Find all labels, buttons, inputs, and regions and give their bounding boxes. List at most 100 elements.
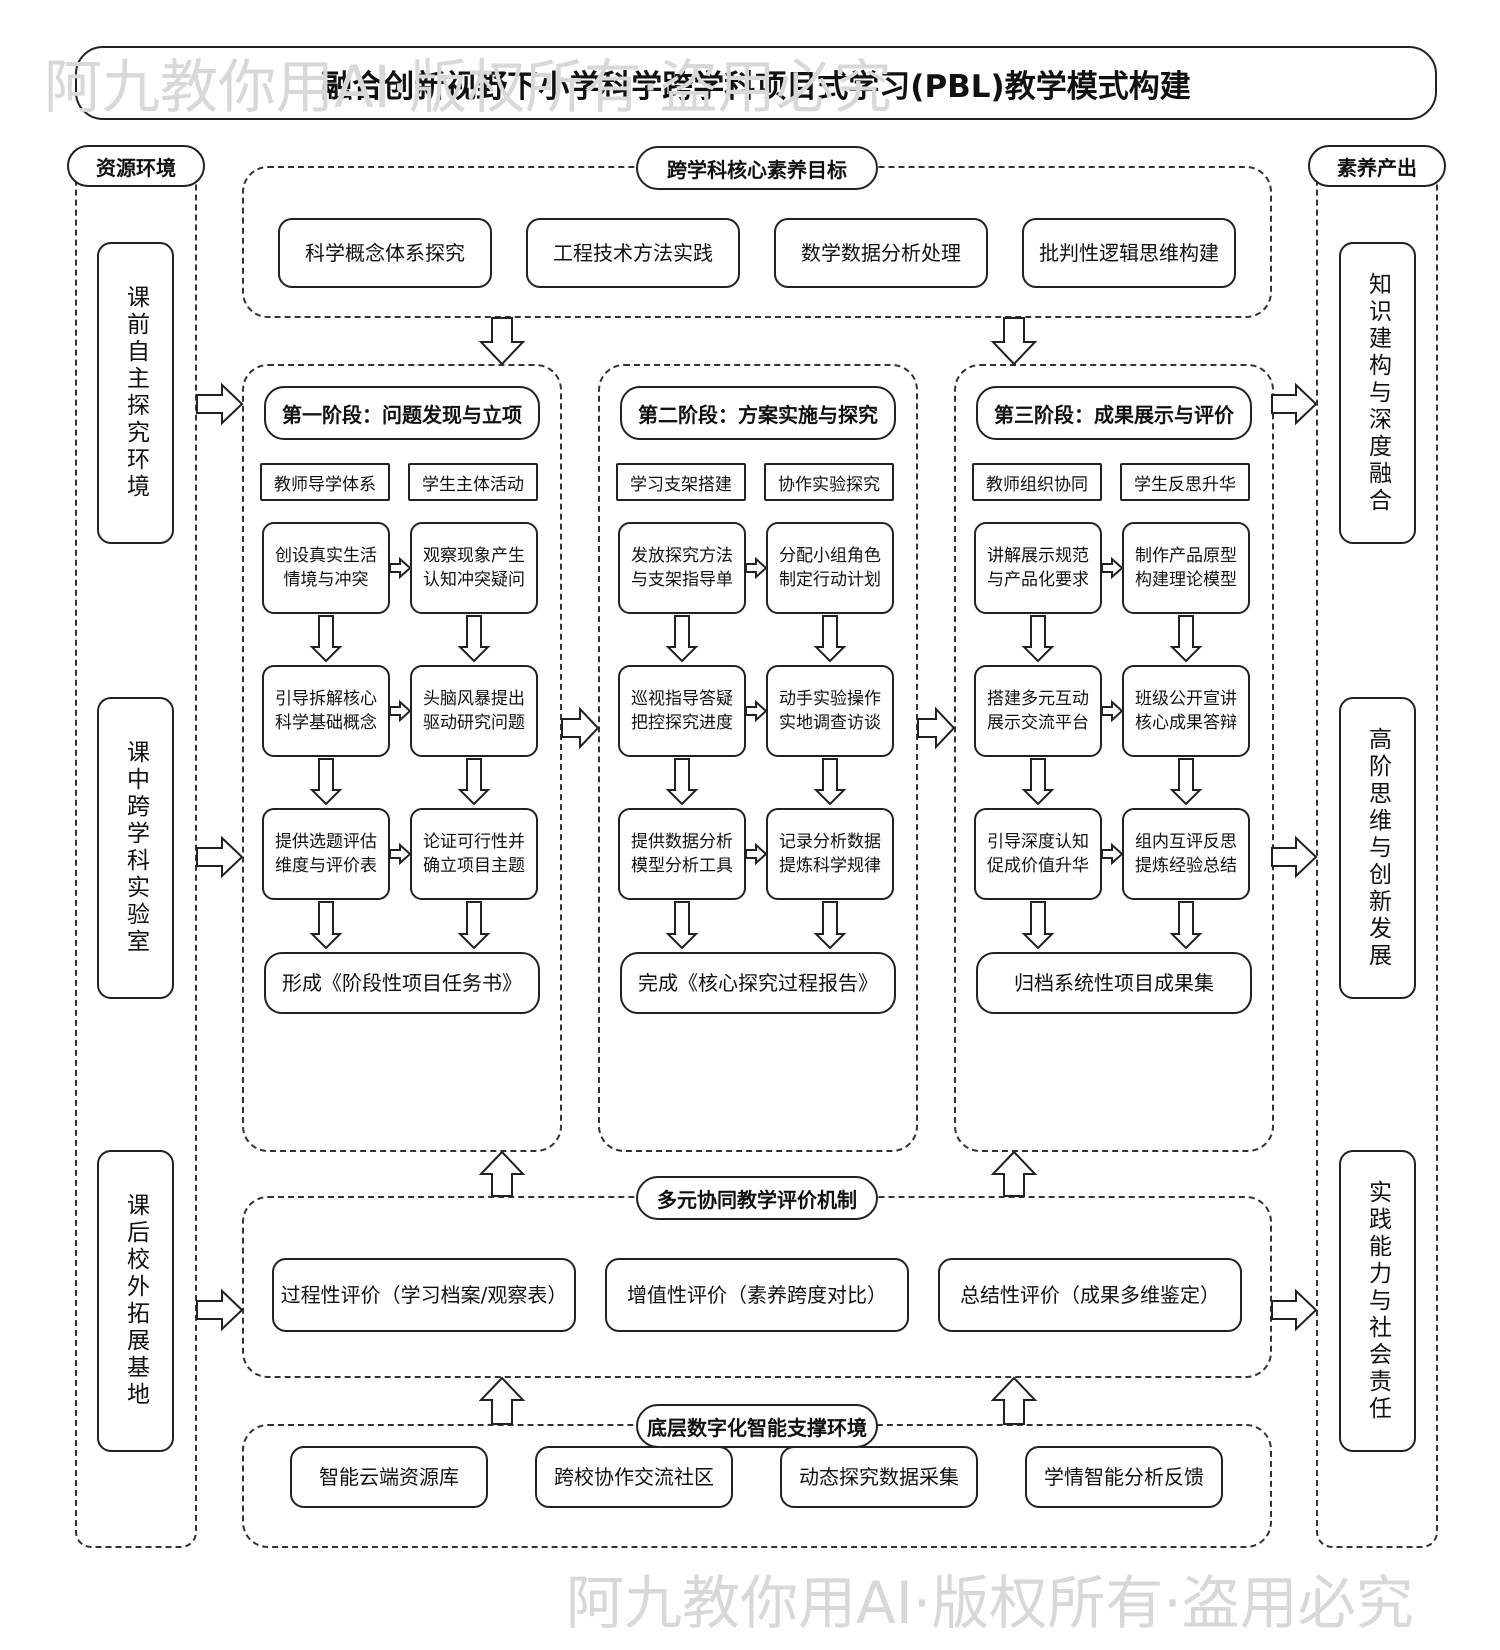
stage-3-row-1-right-text: 制作产品原型 构建理论模型 bbox=[1135, 546, 1237, 590]
stage2-to-stage3-arrow bbox=[917, 706, 956, 750]
support-item-4: 学情智能分析反馈 bbox=[1025, 1446, 1223, 1508]
stage-3-row-3-right-text: 组内互评反思 提炼经验总结 bbox=[1135, 832, 1237, 876]
goals-label: 跨学科核心素养目标 bbox=[636, 146, 878, 190]
evaluation-to-stage1-arrow bbox=[478, 1150, 526, 1197]
evaluation-to-stage3-arrow bbox=[990, 1150, 1038, 1197]
stage-2-sub-2: 协作实验探究 bbox=[764, 463, 894, 501]
stage-1-row-3-down-left-arrow bbox=[309, 901, 343, 950]
right-item-1: 知识建构与深度融合 bbox=[1339, 242, 1416, 544]
stage-2-row-2-right-text: 动手实验操作 实地调查访谈 bbox=[779, 689, 881, 733]
stage-1-row-1-right-text: 观察现象产生 认知冲突疑问 bbox=[423, 546, 525, 590]
goal-item-3-text: 数学数据分析处理 bbox=[801, 241, 961, 265]
stage-2-row-3-left: 提供数据分析 模型分析工具 bbox=[618, 808, 746, 900]
stage-1-sub-1-text: 教师导学体系 bbox=[274, 474, 376, 495]
right-item-2: 高阶思维与创新发展 bbox=[1339, 697, 1416, 999]
goal-item-4-text: 批判性逻辑思维构建 bbox=[1039, 241, 1219, 265]
support-item-2: 跨校协作交流社区 bbox=[535, 1446, 733, 1508]
right-item-3: 实践能力与社会责任 bbox=[1339, 1150, 1416, 1452]
left-column-label: 资源环境 bbox=[67, 145, 205, 187]
stage-2-row-3-down-left-arrow bbox=[665, 901, 699, 950]
support-item-1: 智能云端资源库 bbox=[290, 1446, 488, 1508]
support-label-text: 底层数字化智能支撑环境 bbox=[647, 1415, 867, 1440]
title-banner: 融合创新视野下小学科学跨学科项目式学习(PBL)教学模式构建 bbox=[75, 46, 1437, 120]
stage-1-row-1-right: 观察现象产生 认知冲突疑问 bbox=[410, 522, 538, 614]
stage-3-row-2-down-left-arrow bbox=[1021, 758, 1055, 806]
stage-3-row-1-left: 讲解展示规范 与产品化要求 bbox=[974, 522, 1102, 614]
right-item-1-text: 知识建构与深度融合 bbox=[1364, 271, 1391, 515]
stage-3-output: 归档系统性项目成果集 bbox=[976, 952, 1252, 1014]
stage-1-row-2-h-arrow bbox=[389, 699, 412, 723]
stage-2-row-3-right-text: 记录分析数据 提炼科学规律 bbox=[779, 832, 881, 876]
stage-1-row-2-right-text: 头脑风暴提出 驱动研究问题 bbox=[423, 689, 525, 733]
stage-1-sub-2-text: 学生主体活动 bbox=[422, 474, 524, 495]
stage-1-sub-2: 学生主体活动 bbox=[408, 463, 538, 501]
stage-2-row-2-left: 巡视指导答疑 把控探究进度 bbox=[618, 665, 746, 757]
stage-3-sub-1: 教师组织协同 bbox=[972, 463, 1102, 501]
stage-1-row-1-left-text: 创设真实生活 情境与冲突 bbox=[275, 546, 377, 590]
left-item-3-text: 课后校外拓展基地 bbox=[122, 1193, 149, 1409]
goal-item-2-text: 工程技术方法实践 bbox=[553, 241, 713, 265]
stage-2-frame bbox=[598, 364, 918, 1152]
left-item-3: 课后校外拓展基地 bbox=[97, 1150, 174, 1452]
stage-3-row-2-right-text: 班级公开宣讲 核心成果答辩 bbox=[1135, 689, 1237, 733]
stage-3-row-1-down-left-arrow bbox=[1021, 615, 1055, 663]
stage-1-row-3-right-text: 论证可行性并 确立项目主题 bbox=[423, 832, 525, 876]
stage-1-row-3-h-arrow bbox=[389, 842, 412, 866]
stage-3-title: 第三阶段：成果展示与评价 bbox=[976, 386, 1252, 440]
stage-2-row-3-left-text: 提供数据分析 模型分析工具 bbox=[631, 832, 733, 876]
stage-1-row-3-down-right-arrow bbox=[457, 901, 491, 950]
evaluation-item-1-text: 过程性评价（学习档案/观察表） bbox=[280, 1283, 568, 1307]
stage-1-output: 形成《阶段性项目任务书》 bbox=[264, 952, 540, 1014]
stage-3-frame bbox=[954, 364, 1274, 1152]
stage-3-row-3-left-text: 引导深度认知 促成价值升华 bbox=[987, 832, 1089, 876]
stage-2-title-text: 第二阶段：方案实施与探究 bbox=[638, 402, 878, 427]
center-to-right-arrow-1 bbox=[1271, 382, 1318, 426]
stage-2-row-1-down-left-arrow bbox=[665, 615, 699, 663]
support-to-evaluation-arrow-1 bbox=[478, 1376, 526, 1425]
stage-1-row-3-left-text: 提供选题评估 维度与评价表 bbox=[275, 832, 377, 876]
left-to-center-arrow-1 bbox=[196, 382, 244, 426]
stage-2-output: 完成《核心探究过程报告》 bbox=[620, 952, 896, 1014]
support-item-2-text: 跨校协作交流社区 bbox=[554, 1465, 714, 1489]
stage-3-sub-2: 学生反思升华 bbox=[1120, 463, 1250, 501]
support-item-1-text: 智能云端资源库 bbox=[319, 1465, 459, 1489]
evaluation-label-text: 多元协同教学评价机制 bbox=[657, 1187, 857, 1212]
support-label: 底层数字化智能支撑环境 bbox=[636, 1404, 878, 1448]
evaluation-item-3-text: 总结性评价（成果多维鉴定） bbox=[960, 1283, 1220, 1307]
stage-3-row-1-right: 制作产品原型 构建理论模型 bbox=[1122, 522, 1250, 614]
goal-item-1-text: 科学概念体系探究 bbox=[305, 241, 465, 265]
stage-3-row-1-down-right-arrow bbox=[1169, 615, 1203, 663]
stage-1-sub-1: 教师导学体系 bbox=[260, 463, 390, 501]
stage-1-row-2-left-text: 引导拆解核心 科学基础概念 bbox=[275, 689, 377, 733]
left-item-2: 课中跨学科实验室 bbox=[97, 697, 174, 999]
right-item-3-text: 实践能力与社会责任 bbox=[1364, 1179, 1391, 1423]
stage-1-title-text: 第一阶段：问题发现与立项 bbox=[282, 402, 522, 427]
goals-label-text: 跨学科核心素养目标 bbox=[667, 157, 847, 182]
stage-2-row-3-down-right-arrow bbox=[813, 901, 847, 950]
goal-item-3: 数学数据分析处理 bbox=[774, 218, 988, 288]
stage-3-sub-1-text: 教师组织协同 bbox=[986, 474, 1088, 495]
stage-3-row-3-down-right-arrow bbox=[1169, 901, 1203, 950]
watermark-bottom: 阿九教你用AI·版权所有·盗用必究 bbox=[566, 1569, 1414, 1637]
stage-1-row-1-down-right-arrow bbox=[457, 615, 491, 663]
stage-2-row-1-h-arrow bbox=[745, 556, 768, 580]
stage-2-sub-1: 学习支架搭建 bbox=[616, 463, 746, 501]
stage-2-row-2-h-arrow bbox=[745, 699, 768, 723]
stage-3-row-2-h-arrow bbox=[1101, 699, 1124, 723]
stage1-to-stage2-arrow bbox=[561, 706, 600, 750]
stage-2-row-2-down-right-arrow bbox=[813, 758, 847, 806]
stage-2-sub-2-text: 协作实验探究 bbox=[778, 474, 880, 495]
stage-3-row-2-right: 班级公开宣讲 核心成果答辩 bbox=[1122, 665, 1250, 757]
support-to-evaluation-arrow-2 bbox=[990, 1376, 1038, 1425]
stage-1-output-text: 形成《阶段性项目任务书》 bbox=[282, 971, 522, 995]
stage-3-row-2-left-text: 搭建多元互动 展示交流平台 bbox=[987, 689, 1089, 733]
goal-item-2: 工程技术方法实践 bbox=[526, 218, 740, 288]
stage-2-row-1-right-text: 分配小组角色 制定行动计划 bbox=[779, 546, 881, 590]
stage-1-row-1-down-left-arrow bbox=[309, 615, 343, 663]
evaluation-item-3: 总结性评价（成果多维鉴定） bbox=[938, 1258, 1242, 1332]
stage-1-title: 第一阶段：问题发现与立项 bbox=[264, 386, 540, 440]
stage-3-row-3-down-left-arrow bbox=[1021, 901, 1055, 950]
evaluation-label: 多元协同教学评价机制 bbox=[636, 1176, 878, 1220]
stage-2-row-1-down-right-arrow bbox=[813, 615, 847, 663]
